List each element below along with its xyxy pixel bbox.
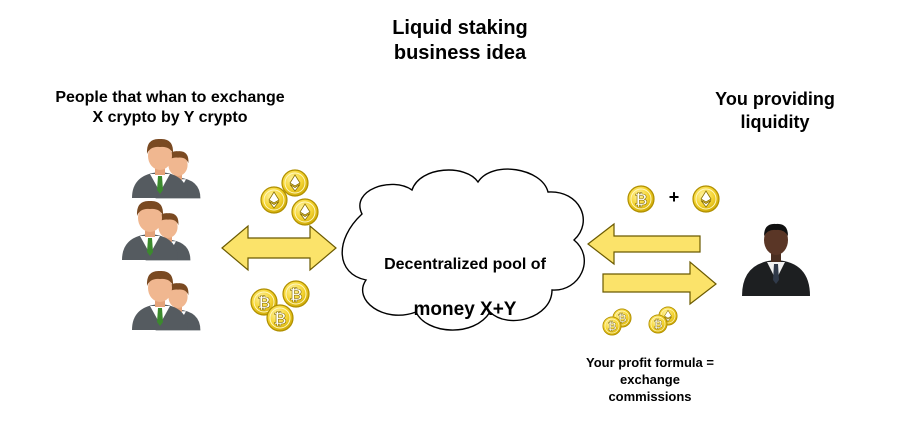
- diagram-title: Liquid staking business idea: [392, 17, 528, 64]
- double-arrow: [221, 224, 337, 272]
- plus-sign: +: [668, 187, 680, 207]
- pool-cloud: [341, 168, 585, 331]
- pool-label: Decentralized pool of money X+Y: [360, 232, 570, 344]
- right-arrow: [602, 260, 717, 306]
- profit-formula-label: Your profit formula = exchange commissio…: [586, 355, 714, 404]
- btc-coin-icon: [627, 185, 655, 213]
- business-people-icon: [122, 200, 191, 261]
- right-group-label: You providing liquidity: [715, 89, 835, 132]
- left-arrow: [587, 222, 701, 266]
- left-group-label: People that whan to exchange X crypto by…: [55, 89, 285, 126]
- commission-coins-icon: [602, 306, 678, 336]
- pool-label-line1: Decentralized pool of: [384, 255, 546, 273]
- ethereum-coins-icon: [260, 169, 319, 226]
- people-group-icon: [122, 138, 201, 331]
- eth-coin-icon: [692, 185, 720, 213]
- business-people-icon: [132, 270, 201, 331]
- bitcoin-coins-icon: [250, 280, 310, 332]
- businessman-icon: [742, 223, 810, 296]
- business-people-icon: [132, 138, 201, 199]
- pool-label-line2: money X+Y: [413, 298, 517, 320]
